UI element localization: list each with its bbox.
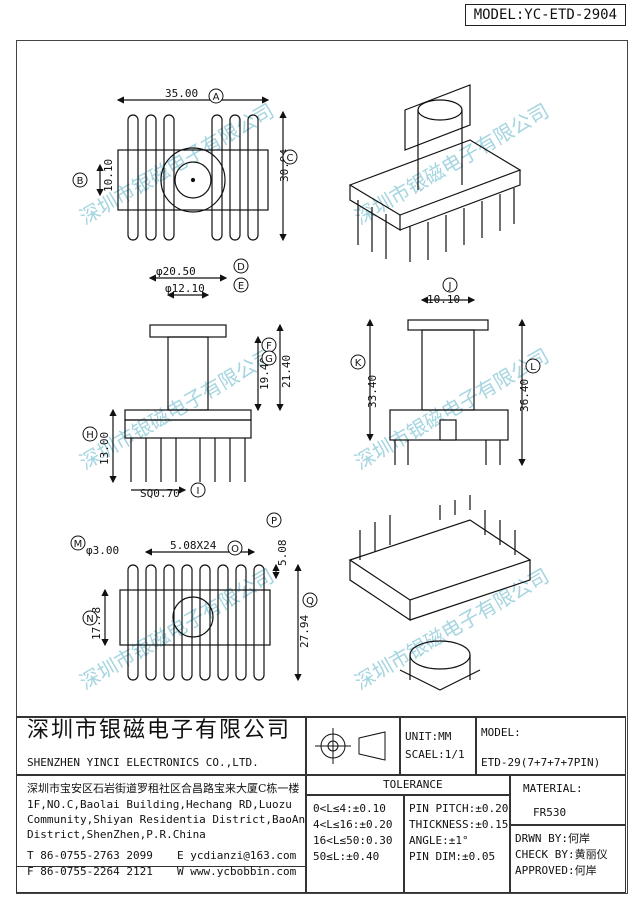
bottom-view (101, 548, 302, 682)
dim-outer-height: 21.40 (280, 355, 293, 388)
contact-cell: T 86-0755-2763 2099 E ycdianzi@163.com F… (16, 845, 306, 893)
address-cn: 深圳市宝安区石岩街道罗租社区合昌路宝来大厦C栋一楼 (27, 782, 300, 795)
model-label: MODEL: (481, 726, 521, 739)
callout-d: D (237, 262, 245, 273)
model-cell: MODEL: ETD-29(7+7+7+7PIN) (476, 717, 626, 775)
website: W www.ycbobbin.com (177, 865, 297, 878)
tolerance-row: ANGLE:±1° (409, 834, 469, 847)
material-label: MATERIAL: (523, 782, 583, 795)
projection-symbol-cell (306, 717, 400, 775)
isometric-view-bottom (348, 495, 532, 691)
callout-n: N (86, 614, 93, 625)
company-cell: 深圳市银磁电子有限公司 SHENZHEN YINCI ELECTRONICS C… (16, 717, 306, 775)
projection-symbol-icon (315, 728, 386, 764)
dim-top-width: 35.00 (165, 87, 198, 100)
drawing-frame (16, 40, 628, 894)
dim-flange-dia: φ20.50 (156, 265, 196, 278)
callout-c: C (287, 153, 294, 164)
tolerance-row: PIN DIM:±0.05 (409, 850, 496, 863)
tolerance-title: TOLERANCE (383, 778, 443, 791)
material-value: FR530 (533, 806, 567, 819)
tolerance-row: 50≤L:±0.40 (313, 850, 380, 863)
callout-h: H (86, 430, 94, 441)
scale: SCAEL:1/1 (405, 748, 465, 761)
callout-q: Q (306, 596, 314, 607)
front-view (109, 274, 284, 494)
callout-f: F (266, 341, 272, 352)
address-en-3: District,ShenZhen,P.R.China (27, 828, 206, 841)
tolerance-left: 0<L≤4:±0.10 4<L≤16:±0.20 16<L≤50:0.30 50… (306, 795, 404, 893)
drawn-by: DRWN BY:何岸 (515, 832, 590, 845)
tolerance-row: THICKNESS:±0.15 (409, 818, 509, 831)
callout-g: G (265, 354, 273, 365)
address-en-1: 1F,NO.C,Baolai Building,Hechang RD,Luozu (27, 798, 292, 811)
callout-e: E (238, 281, 244, 292)
dim-pin-square: SQ0.70 (140, 487, 180, 500)
model-number-header: MODEL:YC-ETD-2904 (464, 4, 626, 26)
dim-side-height-1: 33.40 (366, 375, 379, 408)
tel: T 86-0755-2763 2099 (27, 849, 153, 862)
callout-o: O (231, 544, 239, 555)
tolerance-header: TOLERANCE (306, 775, 510, 795)
technical-drawing: 深圳市银磁电子有限公司 深圳市银磁电子有限公司 深圳市银磁电子有限公司 深圳市银… (70, 84, 554, 695)
tolerance-right: PIN PITCH:±0.20 THICKNESS:±0.15 ANGLE:±1… (404, 795, 510, 893)
callout-b: B (77, 176, 84, 187)
tolerance-row: 4<L≤16:±0.20 (313, 818, 393, 831)
callout-k: K (355, 358, 362, 369)
side-view (366, 296, 526, 467)
dim-bore-dia: φ12.10 (165, 282, 205, 295)
dim-pitch-total: 5.08X24 (170, 539, 217, 552)
tolerance-row: 0<L≤4:±0.10 (313, 802, 386, 815)
dim-row-total: 27.94 (298, 615, 311, 648)
address-en-2: Community,Shiyan Residentia District,Bao… (27, 813, 306, 826)
approved-by: APPROVED:何岸 (515, 864, 597, 877)
callout-p: P (271, 516, 277, 527)
material-cell: MATERIAL: FR530 (510, 775, 626, 825)
top-view (96, 96, 287, 242)
callout-j: J (448, 281, 452, 292)
tolerance-row: PIN PITCH:±0.20 (409, 802, 509, 815)
unit: UNIT:MM (405, 730, 452, 743)
address-cell: 深圳市宝安区石岩街道罗租社区合昌路宝来大厦C栋一楼 1F,NO.C,Baolai… (16, 775, 306, 867)
model-value: ETD-29(7+7+7+7PIN) (481, 756, 601, 769)
dim-side-height-2: 36.40 (518, 379, 531, 412)
watermark-text: 深圳市银磁电子有限公司 (351, 564, 554, 695)
dim-pin-length: 13.00 (98, 432, 111, 465)
callout-l: L (530, 362, 536, 373)
dim-hole-dia: φ3.00 (86, 544, 119, 557)
check-by: CHECK BY:黄丽仪 (515, 848, 608, 861)
unit-scale-cell: UNIT:MM SCAEL:1/1 (400, 717, 476, 775)
callout-a: A (213, 92, 220, 103)
dim-pitch-single: 5.08 (276, 540, 289, 567)
company-name-en: SHENZHEN YINCI ELECTRONICS CO.,LTD. (27, 756, 259, 769)
email: E ycdianzi@163.com (177, 849, 297, 862)
dim-side-slot: 10.10 (427, 293, 460, 306)
callout-i: I (197, 486, 200, 497)
isometric-view-top (348, 84, 522, 262)
company-name-cn: 深圳市银磁电子有限公司 (27, 718, 292, 743)
callout-m: M (74, 539, 83, 550)
tolerance-row: 16<L≤50:0.30 (313, 834, 393, 847)
signatures-cell: DRWN BY:何岸 CHECK BY:黄丽仪 APPROVED:何岸 (510, 825, 626, 893)
dim-top-slot: 10.10 (102, 159, 115, 192)
fax: F 86-0755-2264 2121 (27, 865, 153, 878)
title-block: 深圳市银磁电子有限公司 SHENZHEN YINCI ELECTRONICS C… (16, 716, 626, 893)
